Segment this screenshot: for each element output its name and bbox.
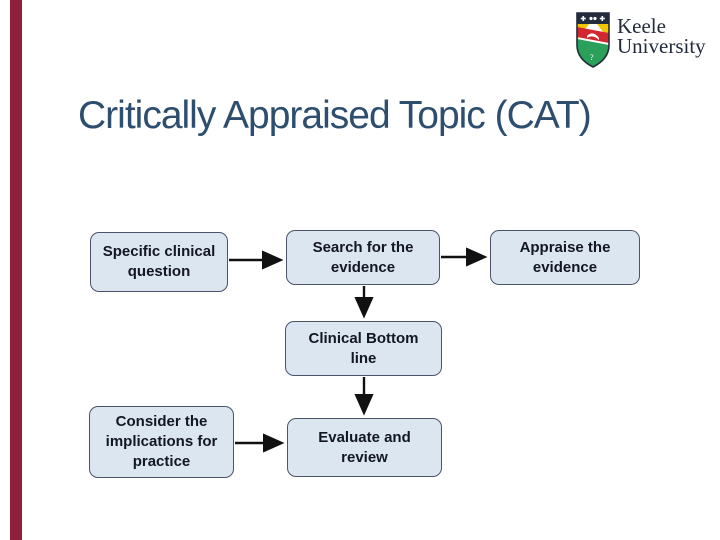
claret-accent-bar: [10, 0, 22, 540]
flow-box-search-for-the-evidence: Search for the evidence: [286, 230, 440, 285]
svg-text:?: ?: [590, 53, 594, 62]
keele-wordmark-line1: Keele: [617, 14, 666, 38]
page-title: Critically Appraised Topic (CAT): [78, 94, 592, 137]
flow-box-consider-implications-for-practice: Consider the implications for practice: [89, 406, 234, 478]
keele-wordmark: Keele University: [617, 12, 706, 58]
keele-crest-icon: ?: [576, 12, 610, 68]
flow-box-evaluate-and-review: Evaluate and review: [287, 418, 442, 477]
flow-box-clinical-bottom-line: Clinical Bottom line: [285, 321, 442, 376]
keele-wordmark-line2: University: [617, 34, 706, 58]
flow-box-appraise-the-evidence: Appraise the evidence: [490, 230, 640, 285]
keele-university-logo: ? Keele University: [576, 12, 706, 68]
flow-box-specific-clinical-question: Specific clinical question: [90, 232, 228, 292]
